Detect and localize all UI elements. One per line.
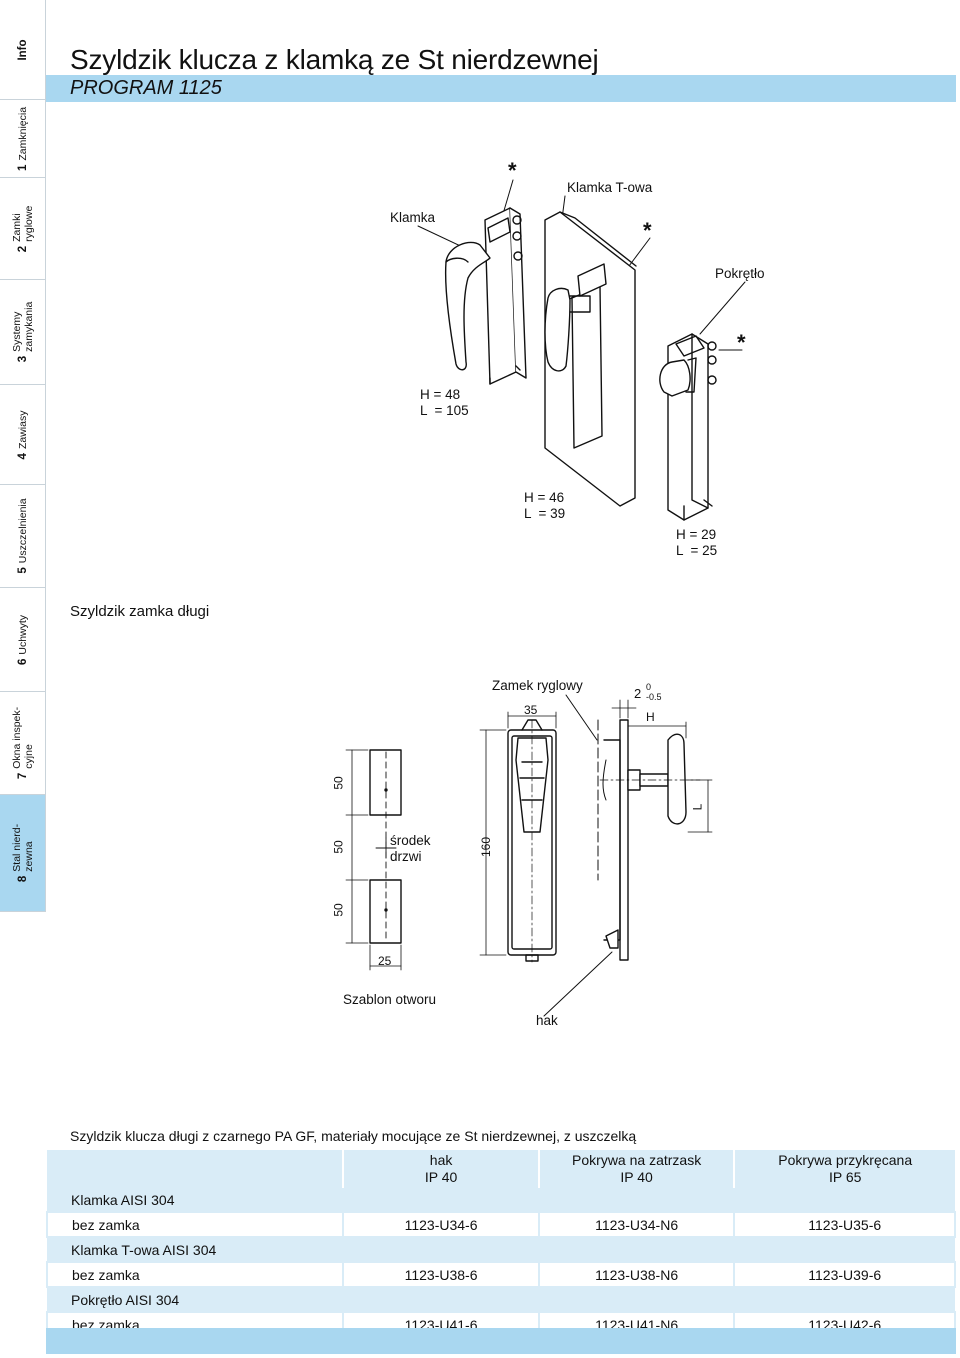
star-marker: * xyxy=(643,218,652,243)
column-header-line1: hak xyxy=(429,1152,453,1168)
star-marker: * xyxy=(737,330,746,355)
table-row: bez zamka 1123-U34-6 1123-U34-N6 1123-U3… xyxy=(45,1211,956,1238)
dim-160: 160 xyxy=(479,836,494,858)
label-pokretlo: Pokrętło xyxy=(715,266,765,281)
sidebar-divider xyxy=(45,0,46,912)
tab-info[interactable]: Info xyxy=(0,0,45,100)
dim-2: 2 xyxy=(634,686,642,701)
klamka-drawing xyxy=(444,207,527,385)
column-header-line2: IP 40 xyxy=(620,1169,653,1185)
article-number: 1123-U34-6 xyxy=(342,1211,539,1238)
tolerance-lower: -0.5 xyxy=(646,692,662,702)
article-number: 1123-U35-6 xyxy=(733,1211,956,1238)
technical-drawing xyxy=(345,179,746,1017)
dim-pokretlo: H = 29 L = 25 xyxy=(676,527,718,558)
tab-uszczelnienia[interactable]: 5Uszczelnienia xyxy=(0,485,45,588)
column-header-line2: IP 65 xyxy=(828,1169,862,1185)
label-szablon-otworu: Szablon otworu xyxy=(343,992,437,1007)
tab-zamkniecia[interactable]: 1Zamknięcia xyxy=(0,100,45,178)
cutout-template xyxy=(345,749,402,971)
label-klamka: Klamka xyxy=(390,210,436,225)
article-number: 1123-U38-6 xyxy=(342,1261,539,1288)
column-header-line1: Pokrywa przykręcana xyxy=(778,1152,913,1168)
lock-front-view xyxy=(479,711,557,963)
group-name: Pokrętło AISI 304 xyxy=(47,1287,955,1312)
header-blank xyxy=(47,1150,344,1188)
label-srodek-drzwi: środek drzwi xyxy=(390,833,431,864)
tab-zawiasy[interactable]: 4Zawiasy xyxy=(0,385,45,485)
group-name: Klamka AISI 304 xyxy=(47,1188,955,1212)
star-marker: * xyxy=(508,158,517,183)
dim-50: 50 xyxy=(331,776,346,790)
header-band xyxy=(46,75,956,102)
label-zamek-ryglowy: Zamek ryglowy xyxy=(492,678,583,693)
section-title: Szyldzik zamka długi xyxy=(70,603,210,620)
row-label: bez zamka xyxy=(45,1261,344,1288)
pokretlo-drawing xyxy=(659,333,717,521)
tab-stal-nierdzewna[interactable]: 8Stal nierd-zewna xyxy=(0,795,45,912)
row-label: bez zamka xyxy=(45,1211,344,1238)
article-number: 1123-U38-N6 xyxy=(537,1261,735,1288)
tab-uchwyty[interactable]: 6Uchwyty xyxy=(0,588,45,692)
dim-l: L xyxy=(690,803,705,811)
program-subtitle: PROGRAM 1125 xyxy=(70,77,222,99)
lock-side-view xyxy=(597,699,713,961)
table-caption: Szyldzik klucza długi z czarnego PA GF, … xyxy=(70,1128,637,1144)
dim-35: 35 xyxy=(524,703,538,717)
dim-50: 50 xyxy=(331,903,346,917)
label-klamka-t: Klamka T-owa xyxy=(567,180,653,195)
klamka-t-drawing xyxy=(544,211,637,507)
dim-50: 50 xyxy=(331,840,346,854)
column-header-line1: Pokrywa na zatrzask xyxy=(572,1152,702,1168)
table-group-row: Pokrętło AISI 304 xyxy=(47,1287,955,1312)
group-name: Klamka T-owa AISI 304 xyxy=(47,1237,955,1262)
table-group-row: Klamka AISI 304 xyxy=(47,1188,955,1212)
column-header-line2: IP 40 xyxy=(424,1169,458,1185)
page-title: Szyldzik klucza z klamką ze St nierdzewn… xyxy=(70,44,599,75)
dim-25: 25 xyxy=(378,954,392,968)
dim-klamka-t: H = 46 L = 39 xyxy=(524,490,566,521)
footer-band xyxy=(46,1328,956,1354)
dim-klamka: H = 48 L = 105 xyxy=(420,387,469,418)
article-number: 1123-U34-N6 xyxy=(537,1211,735,1238)
table-group-row: Klamka T-owa AISI 304 xyxy=(47,1237,955,1262)
label-hak: hak xyxy=(536,1013,558,1028)
article-number: 1123-U39-6 xyxy=(733,1261,956,1288)
tolerance-upper: 0 xyxy=(646,682,652,692)
table-row: bez zamka 1123-U38-6 1123-U38-N6 1123-U3… xyxy=(45,1261,956,1288)
tab-okna-inspekcyjne[interactable]: 7Okna inspek-cyjne xyxy=(0,692,45,795)
dim-h: H xyxy=(646,710,655,724)
